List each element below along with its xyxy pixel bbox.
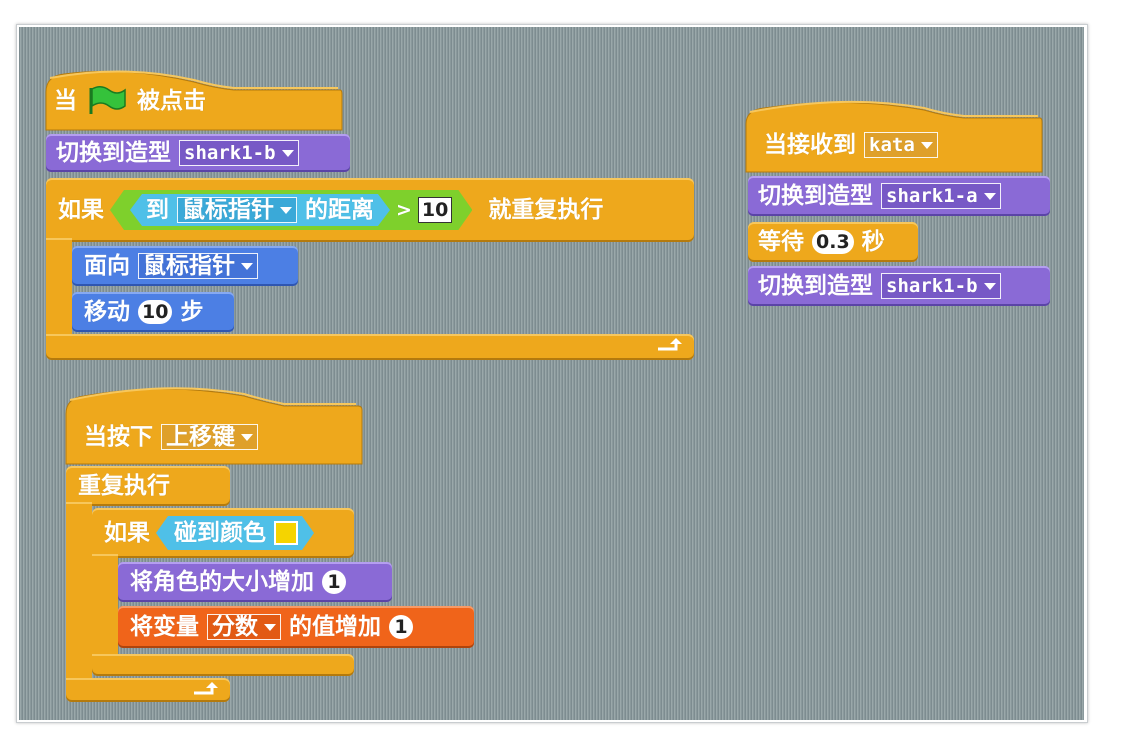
if-label: 如果 (104, 519, 150, 546)
costume-dropdown-value: shark1-a (886, 184, 978, 207)
change-variable-input[interactable]: 1 (389, 615, 413, 639)
when-flag-clicked-hat-shape (45, 70, 343, 131)
compare-value-input[interactable]: 10 (418, 197, 452, 223)
point-towards-value: 鼠标指针 (143, 252, 235, 279)
repeat-until-suffix: 就重复执行 (488, 196, 604, 223)
change-variable-suffix: 的值增加 (289, 613, 381, 640)
move-steps-input[interactable]: 10 (138, 300, 173, 324)
dropdown-arrow-icon (280, 207, 292, 214)
when-key-pressed-label: 当按下 (84, 423, 153, 450)
costume-dropdown[interactable]: shark1-a (881, 183, 1001, 209)
if-label: 如果 (58, 196, 104, 223)
wait-seconds-input[interactable]: 0.3 (812, 230, 854, 254)
when-flag-clicked-block[interactable]: 当 被点击 (52, 84, 208, 118)
broadcast-dropdown[interactable]: kata (864, 132, 938, 158)
switch-costume-label: 切换到造型 (56, 139, 171, 166)
distance-to-reporter[interactable]: 到 鼠标指针 的距离 (130, 194, 390, 226)
change-variable-label: 将变量 (130, 613, 199, 640)
switch-costume-label: 切换到造型 (758, 272, 873, 299)
move-suffix: 步 (180, 298, 204, 325)
if-block[interactable]: 如果 碰到颜色 (92, 508, 354, 558)
distance-to-label: 到 (146, 196, 169, 223)
green-flag-icon (89, 86, 126, 114)
touching-color-label: 碰到颜色 (174, 519, 266, 546)
change-size-block[interactable]: 将角色的大小增加 1 (118, 562, 392, 602)
distance-suffix-label: 的距离 (305, 196, 374, 223)
dropdown-arrow-icon (983, 282, 996, 290)
move-label: 移动 (84, 298, 130, 325)
change-variable-block[interactable]: 将变量 分数 的值增加 1 (118, 606, 474, 648)
when-receive-block[interactable]: 当接收到 kata (762, 128, 944, 162)
repeat-until-bottom (46, 334, 694, 360)
wait-label: 等待 (758, 228, 804, 255)
distance-target-value: 鼠标指针 (182, 196, 274, 223)
variable-dropdown-value: 分数 (212, 613, 258, 640)
forever-label: 重复执行 (78, 472, 170, 499)
hat-when-label: 当 (54, 87, 77, 114)
greater-than-operator[interactable]: 到 鼠标指针 的距离 > 10 (110, 190, 472, 230)
dropdown-arrow-icon (264, 623, 276, 631)
costume-dropdown[interactable]: shark1-b (179, 140, 299, 166)
hat-clicked-label: 被点击 (137, 87, 206, 114)
switch-costume-b-block[interactable]: 切换到造型 shark1-b (748, 266, 1050, 306)
key-dropdown-value: 上移键 (166, 423, 235, 450)
touching-color-reporter[interactable]: 碰到颜色 (156, 516, 314, 550)
compare-operator: > (396, 198, 412, 221)
point-towards-block[interactable]: 面向 鼠标指针 (72, 246, 298, 286)
forever-arm (66, 502, 92, 682)
if-arm (92, 554, 118, 658)
if-bottom (92, 654, 354, 676)
switch-costume-label: 切换到造型 (758, 182, 873, 209)
dropdown-arrow-icon (241, 433, 253, 441)
change-size-label: 将角色的大小增加 (130, 568, 314, 595)
point-towards-label: 面向 (84, 252, 130, 279)
wait-block[interactable]: 等待 0.3 秒 (748, 222, 918, 262)
wait-suffix: 秒 (861, 228, 885, 255)
loop-arrow-icon (658, 338, 682, 351)
when-receive-label: 当接收到 (764, 131, 856, 158)
loop-arrow-icon (194, 682, 218, 695)
repeat-until-arm (46, 238, 72, 338)
distance-target-dropdown[interactable]: 鼠标指针 (177, 197, 297, 223)
point-towards-dropdown[interactable]: 鼠标指针 (138, 253, 258, 279)
color-swatch[interactable] (274, 521, 298, 545)
repeat-until-block[interactable]: 如果 到 鼠标指针 的距离 > 10 就重复执行 (46, 178, 694, 242)
broadcast-dropdown-value: kata (869, 133, 915, 156)
move-steps-block[interactable]: 移动 10 步 (72, 292, 234, 332)
switch-costume-a-block[interactable]: 切换到造型 shark1-a (748, 176, 1050, 216)
costume-dropdown-value: shark1-b (886, 274, 978, 297)
dropdown-arrow-icon (983, 192, 996, 200)
change-size-input[interactable]: 1 (322, 570, 346, 594)
forever-bottom (66, 678, 230, 702)
costume-dropdown[interactable]: shark1-b (881, 273, 1001, 299)
dropdown-arrow-icon (281, 149, 294, 157)
forever-block[interactable]: 重复执行 (66, 466, 230, 506)
when-key-pressed-block[interactable]: 当按下 上移键 (82, 420, 264, 454)
variable-dropdown[interactable]: 分数 (207, 614, 281, 640)
costume-dropdown-value: shark1-b (184, 141, 276, 164)
dropdown-arrow-icon (920, 141, 933, 149)
switch-costume-block[interactable]: 切换到造型 shark1-b (46, 134, 350, 172)
dropdown-arrow-icon (241, 262, 253, 270)
script-area-frame (16, 24, 1088, 723)
key-dropdown[interactable]: 上移键 (161, 424, 258, 450)
